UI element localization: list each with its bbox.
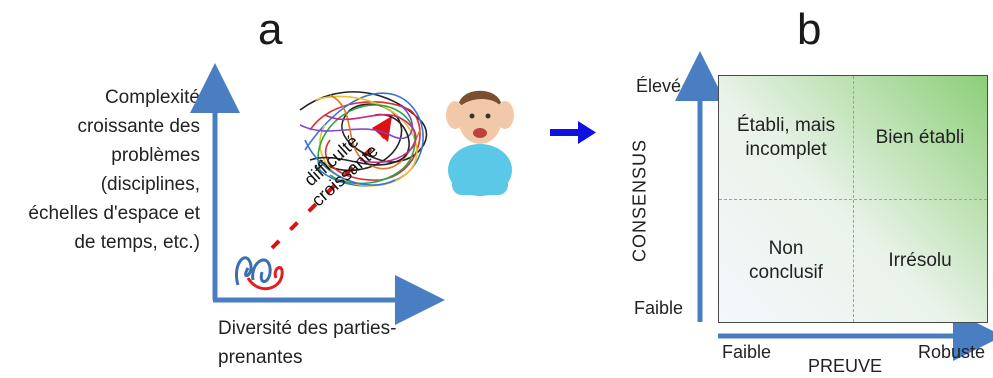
y-label-line-1: Complexité — [104, 87, 200, 108]
cell-inconclusive: Non conclusif — [719, 199, 853, 322]
stressed-person-icon — [446, 90, 514, 196]
cell-tl-line-1: Établi, mais — [736, 114, 836, 136]
evidence-axis-title: PREUVE — [808, 356, 883, 376]
panel-a-letter: a — [258, 5, 283, 54]
panel-a-x-axis-label: Diversité des parties- prenantes — [218, 314, 396, 372]
panel-a-y-axis-label: Complexité croissante des problèmes (dis… — [0, 83, 200, 257]
y-label-line-2: croissante des — [77, 116, 200, 137]
y-label-line-6: de temps, etc.) — [74, 232, 200, 253]
cell-unresolved: Irrésolu — [853, 199, 987, 322]
y-label-line-4: (disciplines, — [100, 174, 200, 195]
cell-bl-line-2: conclusif — [749, 261, 823, 283]
right-arrow-icon — [550, 121, 596, 144]
tangled-lines-icon — [299, 91, 428, 187]
consensus-axis-title: CONSENSUS — [629, 138, 650, 263]
grid-horizontal-divider — [719, 199, 987, 200]
panel-b-letter: b — [797, 5, 822, 54]
x-label-line-2: prenantes — [218, 347, 303, 368]
small-tangle-icon — [235, 256, 284, 290]
agreement-evidence-grid: Établi, mais incomplet Bien établi Non c… — [718, 75, 988, 323]
difficulty-arrow-head — [372, 116, 392, 142]
cell-well-established: Bien établi — [853, 76, 987, 199]
cell-established-incomplete: Établi, mais incomplet — [719, 76, 853, 199]
cell-br-line-1: Irrésolu — [888, 249, 952, 271]
cell-bl-line-1: Non — [768, 237, 804, 259]
consensus-high-label: Élevé — [636, 76, 682, 96]
consensus-low-label: Faible — [634, 298, 684, 318]
x-label-line-1: Diversité des parties- — [218, 318, 397, 339]
evidence-high-label: Robuste — [918, 342, 986, 362]
cell-tr-line-1: Bien établi — [875, 126, 965, 148]
cell-tl-line-2: incomplet — [745, 138, 827, 160]
evidence-low-label: Faible — [722, 342, 772, 362]
y-label-line-5: échelles d'espace et — [28, 203, 200, 224]
y-label-line-3: problèmes — [111, 145, 200, 166]
